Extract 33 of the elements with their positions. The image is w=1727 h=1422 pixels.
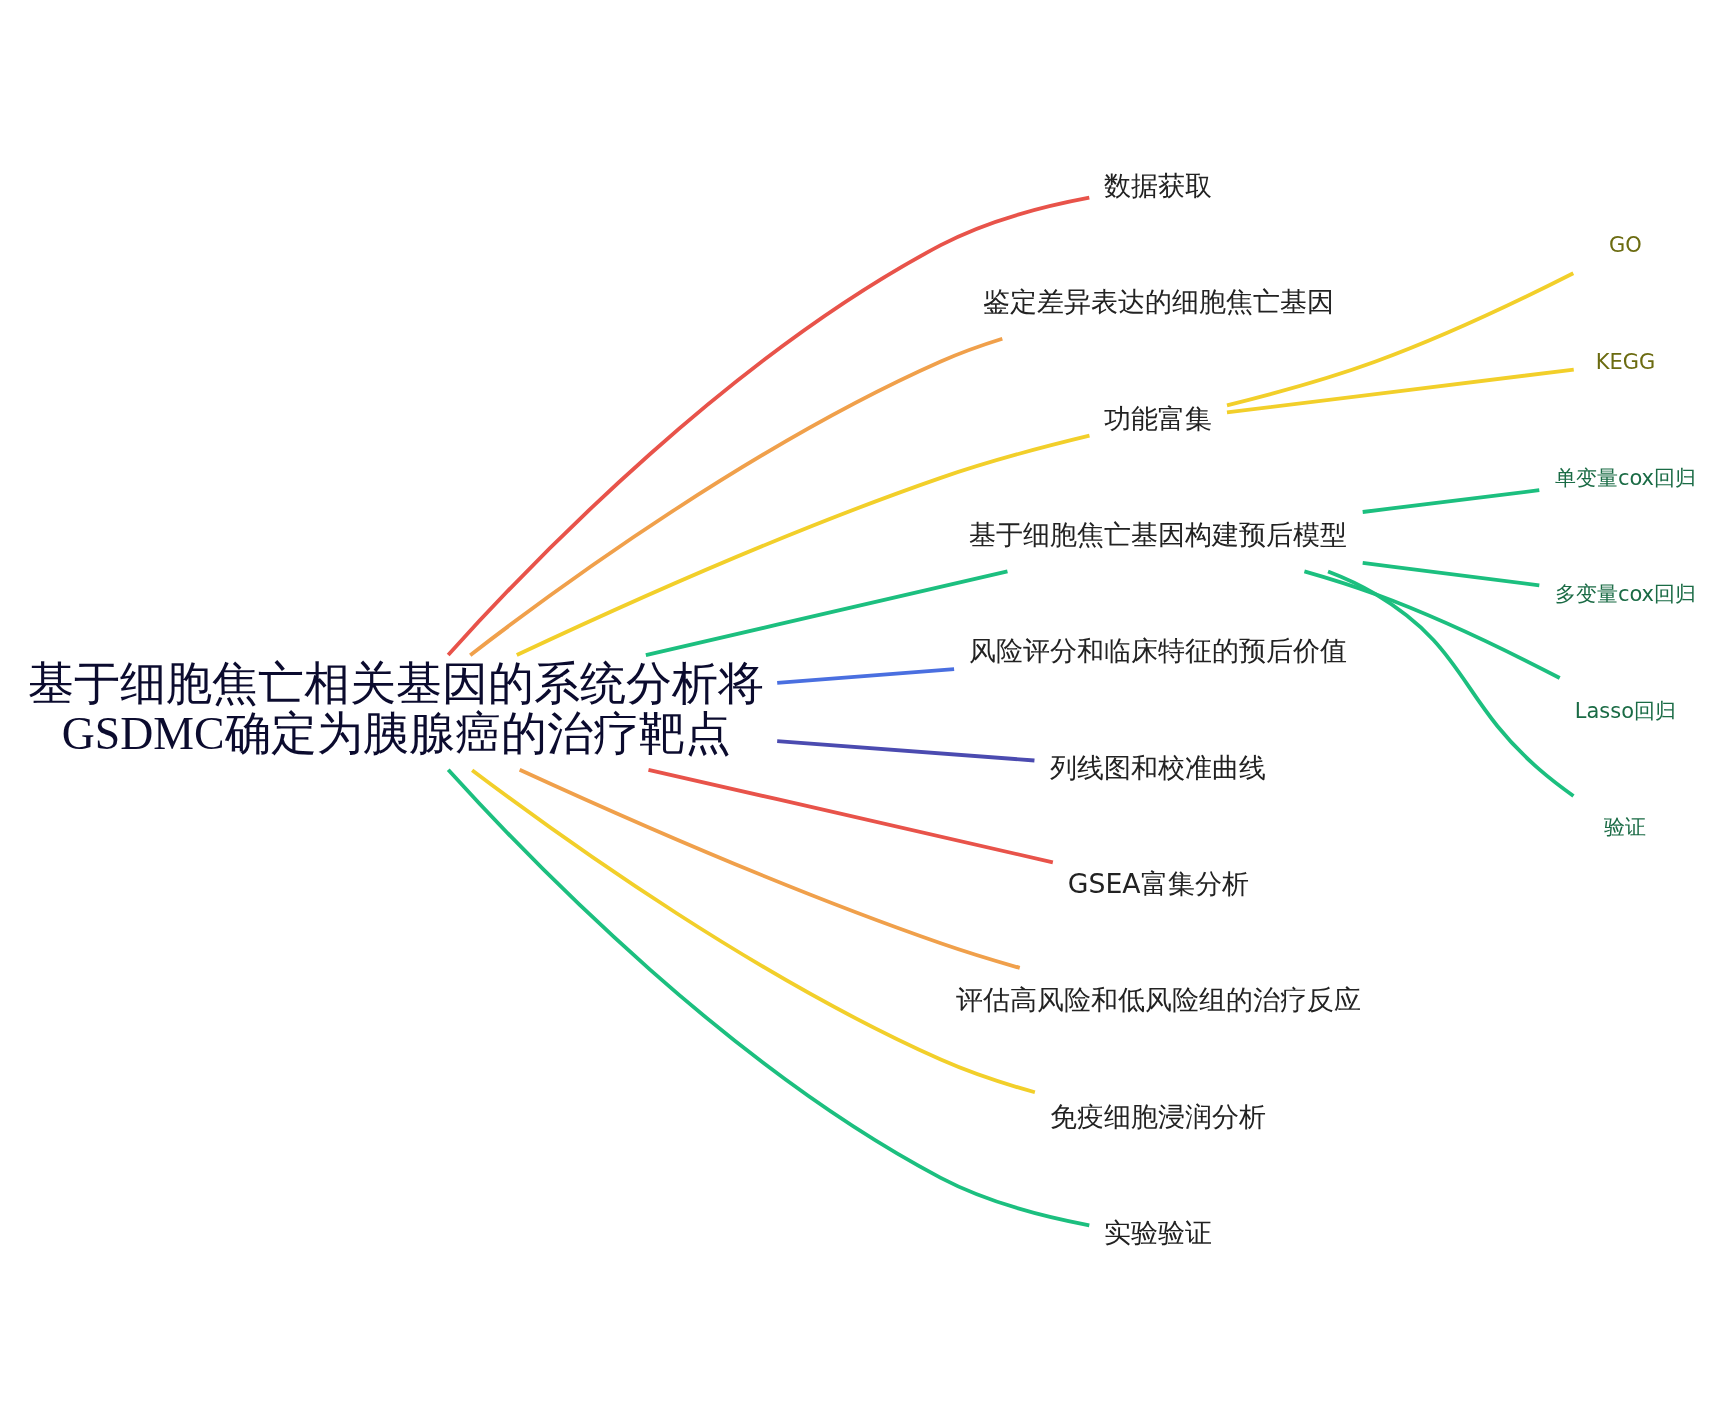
connector	[1362, 560, 1540, 587]
connector	[471, 768, 1036, 1094]
node-text: 基于细胞焦亡相关基因的系统分析将GSDMC确定为胰腺癌的治疗靶点	[28, 657, 765, 759]
connector	[446, 767, 1090, 1227]
connector	[777, 666, 955, 685]
node-text: 鉴定差异表达的细胞焦亡基因	[982, 285, 1334, 317]
node-text: 风险评分和临床特征的预后价值	[969, 634, 1348, 666]
connector	[446, 195, 1090, 656]
connector	[1226, 271, 1575, 407]
node-text: Lasso回归	[1574, 698, 1677, 723]
node-text: 验证	[1604, 814, 1647, 839]
connector	[648, 767, 1054, 864]
node-text: 免疫细胞浸润分析	[1050, 1100, 1267, 1132]
connector	[518, 767, 1021, 970]
node-text: KEGG	[1595, 349, 1656, 374]
connector	[1327, 569, 1575, 798]
connector	[1362, 487, 1540, 514]
connector	[1226, 367, 1574, 414]
node-text: GSEA富集分析	[1067, 867, 1249, 899]
node-text: 功能富集	[1104, 402, 1213, 434]
node-text: 数据获取	[1104, 169, 1213, 201]
node-text: 列线图和校准曲线	[1050, 751, 1267, 783]
connector	[469, 336, 1003, 657]
node-text: 多变量cox回归	[1554, 581, 1697, 606]
node-text: GO	[1609, 232, 1642, 257]
connector	[516, 433, 1090, 657]
node-text: 单变量cox回归	[1554, 465, 1697, 490]
connector	[777, 738, 1035, 762]
node-text: 评估高风险和低风险组的治疗反应	[955, 983, 1361, 1015]
connector	[645, 569, 1008, 657]
node-text: 实验验证	[1104, 1216, 1213, 1248]
node-text: 基于细胞焦亡基因构建预后模型	[969, 518, 1348, 550]
connector	[1303, 569, 1561, 680]
